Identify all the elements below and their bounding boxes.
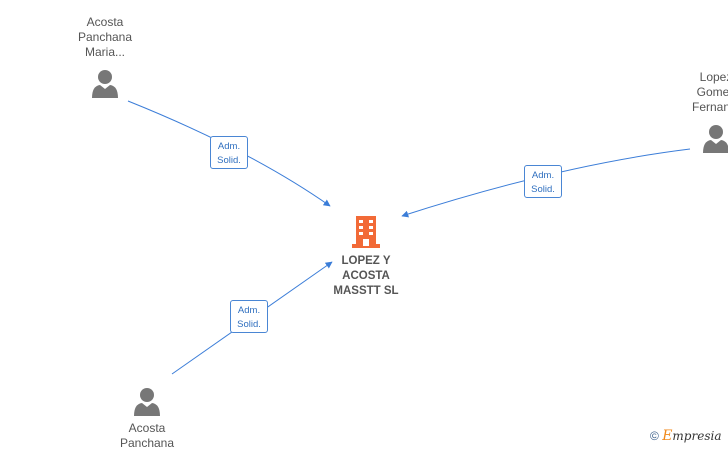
relation-badge-3[interactable]: Adm.Solid. bbox=[230, 300, 268, 333]
company-node[interactable]: LOPEZ Y ACOSTA MASSTT SL bbox=[320, 214, 412, 299]
person-node-2[interactable]: Lopez Gomez Fernan... bbox=[686, 70, 728, 155]
relation-badge-1[interactable]: Adm.Solid. bbox=[210, 136, 248, 169]
person-icon bbox=[134, 388, 160, 416]
person-name[interactable]: Lopez Gomez Fernan... bbox=[691, 70, 728, 114]
person-name[interactable]: Acosta Panchana bbox=[119, 421, 175, 450]
person-node-1[interactable]: Acosta Panchana Maria... bbox=[60, 15, 150, 100]
copyright-icon: © bbox=[650, 429, 659, 443]
person-node-3[interactable]: Acosta Panchana bbox=[102, 386, 192, 451]
person-name[interactable]: Acosta Panchana Maria... bbox=[77, 15, 133, 59]
relation-badge-2[interactable]: Adm.Solid. bbox=[524, 165, 562, 198]
company-name[interactable]: LOPEZ Y ACOSTA MASSTT SL bbox=[333, 255, 399, 297]
footer-brand: © Empresia bbox=[650, 428, 721, 444]
person-icon bbox=[92, 70, 118, 98]
brand-logo[interactable]: Empresia bbox=[662, 428, 722, 444]
building-icon bbox=[352, 216, 380, 248]
person-icon bbox=[703, 125, 728, 153]
